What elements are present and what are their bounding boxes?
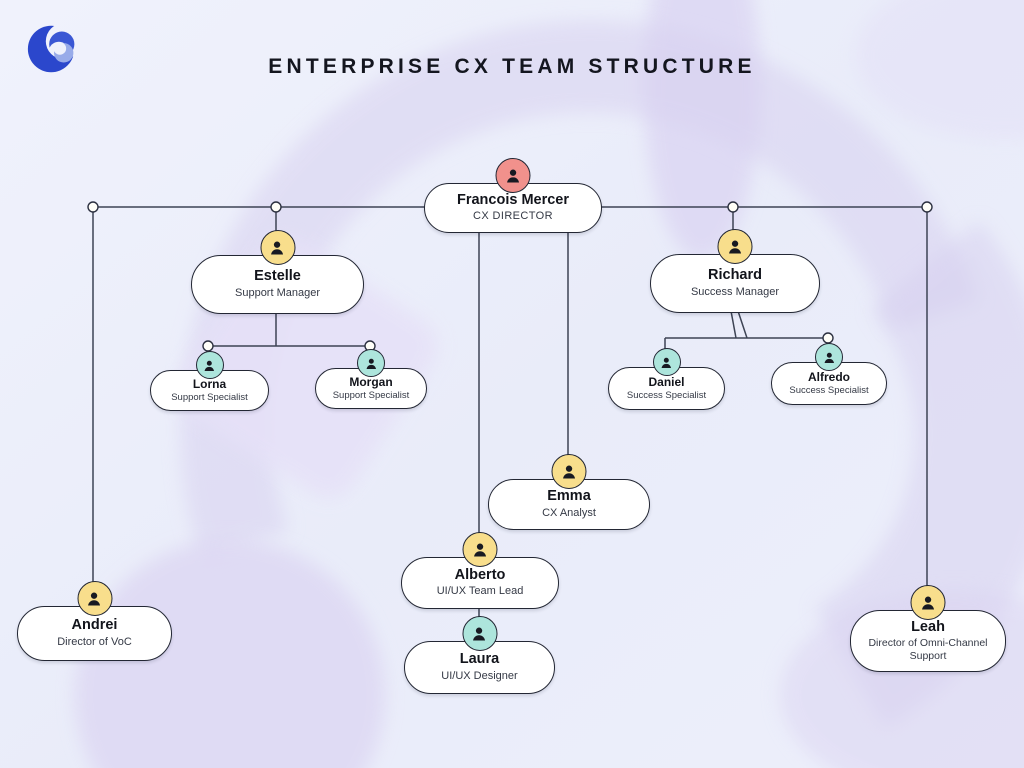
node-lorna[interactable]: Lorna Support Specialist (150, 351, 269, 411)
member-name: Emma (547, 488, 591, 505)
node-emma[interactable]: Emma CX Analyst (488, 454, 650, 530)
node-richard[interactable]: Richard Success Manager (650, 229, 820, 313)
person-icon (824, 352, 834, 363)
brand-spiral-logo-icon (27, 25, 75, 73)
member-name: Morgan (349, 374, 393, 389)
node-estelle[interactable]: Estelle Support Manager (191, 230, 364, 314)
member-role: UI/UX Designer (441, 669, 518, 682)
member-role: Support Specialist (332, 390, 410, 402)
member-name: Richard (708, 267, 762, 284)
member-role: Success Manager (690, 285, 780, 298)
person-icon (661, 357, 672, 368)
avatar (551, 454, 587, 489)
member-role: Director of VoC (57, 635, 132, 648)
member-name: Estelle (254, 268, 301, 285)
person-icon (922, 596, 934, 610)
member-name: Andrei (71, 617, 118, 634)
avatar (260, 230, 295, 265)
person-icon (473, 627, 486, 641)
avatar (495, 158, 531, 193)
member-role: UI/UX Team Lead (436, 585, 524, 598)
member-name: Francois Mercer (456, 191, 570, 208)
person-icon (474, 543, 486, 557)
node-morgan[interactable]: Morgan Support Specialist (315, 349, 427, 409)
person-icon (563, 465, 575, 479)
node-leah[interactable]: Leah Director of Omni-Channel Support (850, 585, 1006, 672)
person-icon (366, 358, 376, 369)
member-role: Success Specialist (626, 390, 707, 402)
avatar (717, 229, 753, 264)
member-role: Director of Omni-Channel Support (868, 637, 988, 663)
member-name: Daniel (648, 374, 685, 389)
avatar (815, 343, 843, 371)
person-icon (729, 240, 741, 254)
node-alfredo[interactable]: Alfredo Success Specialist (771, 343, 887, 405)
avatar (910, 585, 946, 620)
member-role: Support Manager (235, 286, 320, 299)
avatar (652, 348, 681, 376)
person-icon (507, 169, 519, 183)
avatar (462, 532, 498, 567)
avatar (77, 581, 112, 616)
member-name: Leah (911, 618, 945, 635)
node-alberto[interactable]: Alberto UI/UX Team Lead (401, 532, 559, 609)
node-daniel[interactable]: Daniel Success Specialist (608, 348, 725, 410)
page-title: ENTERPRISE CX TEAM STRUCTURE (268, 55, 756, 78)
person-icon (204, 360, 215, 371)
person-icon (88, 592, 101, 606)
junction-dots (87, 201, 933, 352)
node-andrei[interactable]: Andrei Director of VoC (17, 581, 172, 661)
member-name: Alberto (454, 566, 506, 583)
member-name: Alfredo (808, 369, 850, 384)
node-laura[interactable]: Laura UI/UX Designer (404, 616, 555, 694)
member-name: Lorna (192, 376, 227, 391)
member-role: CX DIRECTOR (473, 210, 553, 223)
person-icon (271, 241, 284, 255)
member-role: CX Analyst (542, 506, 596, 519)
avatar (357, 349, 385, 377)
member-role: Support Specialist (171, 392, 248, 404)
member-name: Laura (459, 651, 500, 668)
member-role: Success Specialist (789, 385, 869, 397)
node-francois-mercer[interactable]: Francois Mercer CX DIRECTOR (424, 158, 602, 233)
avatar (195, 351, 224, 379)
avatar (462, 616, 497, 651)
